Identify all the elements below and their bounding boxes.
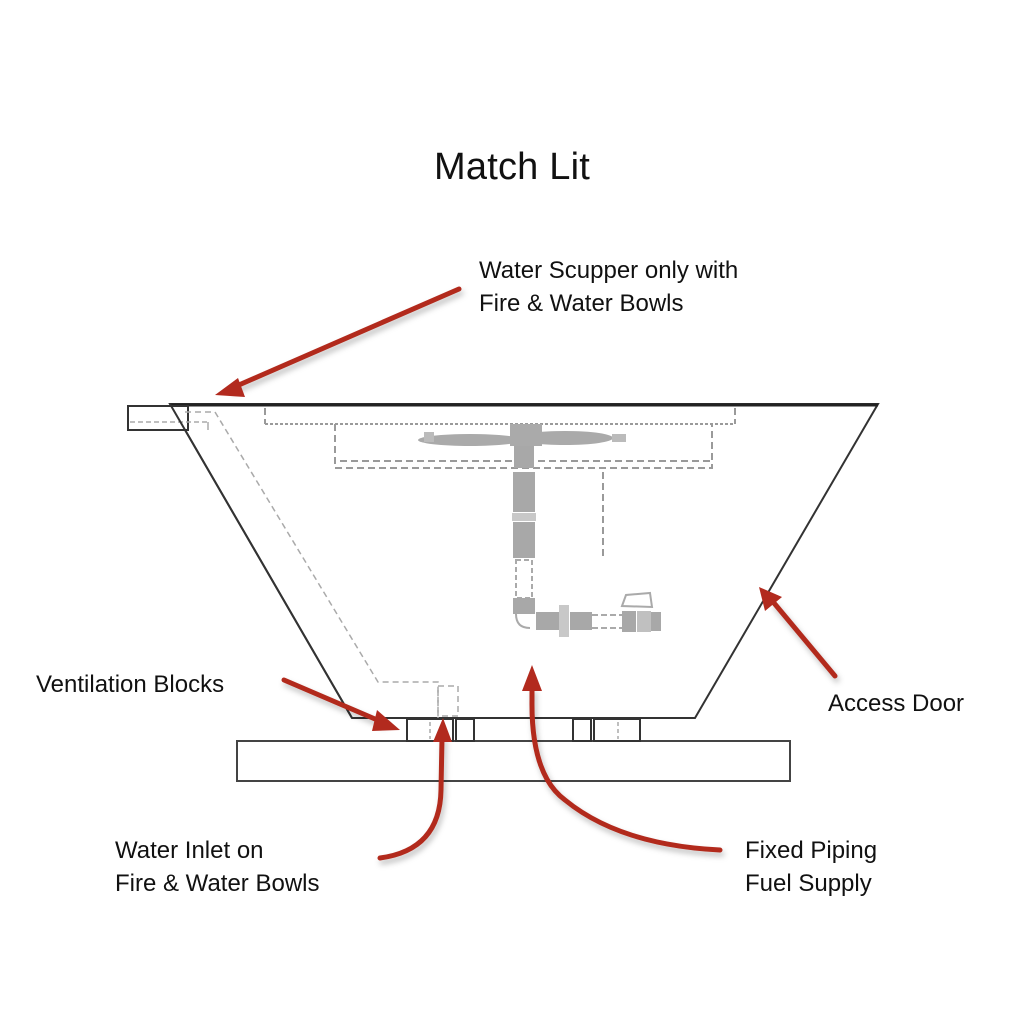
burner-ring	[418, 424, 626, 446]
callout-water-inlet-line1: Water Inlet on	[115, 837, 264, 864]
vent-block-right-large	[593, 718, 641, 742]
callout-fuel-supply-line2: Fuel Supply	[745, 870, 872, 897]
arrowhead-access-door	[759, 587, 782, 611]
callout-water-scupper: Water Scupper only with Fire & Water Bow…	[479, 254, 738, 320]
arrow-water-inlet	[377, 735, 445, 861]
water-scupper	[127, 405, 189, 431]
arrowhead-water-scupper	[215, 378, 245, 397]
callout-fuel-supply: Fixed Piping Fuel Supply	[745, 834, 877, 900]
vent-block-right-small	[572, 718, 592, 742]
arrowhead-ventilation-blocks	[372, 710, 400, 731]
callout-fuel-supply-line1: Fixed Piping	[745, 837, 878, 864]
callout-arrows	[229, 286, 838, 861]
hidden-water-channel	[185, 411, 459, 718]
callout-access-door-line1: Access Door	[828, 690, 965, 717]
fuel-piping	[512, 446, 661, 637]
callout-ventilation-blocks: Ventilation Blocks	[36, 668, 224, 701]
arrow-heads	[215, 378, 782, 742]
arrowhead-water-inlet	[433, 718, 452, 742]
callout-water-scupper-line1: Water Scupper only with	[479, 257, 739, 284]
diagram-title: Match Lit	[434, 146, 590, 188]
callout-water-inlet: Water Inlet on Fire & Water Bowls	[115, 834, 319, 900]
base-slab	[236, 740, 791, 782]
arrow-access-door	[771, 600, 838, 679]
burner-pan	[264, 408, 736, 560]
arrow-ventilation-blocks	[281, 677, 385, 725]
arrow-fuel-supply	[529, 687, 723, 853]
callout-water-scupper-line2: Fire & Water Bowls	[479, 290, 684, 317]
callout-water-inlet-line2: Fire & Water Bowls	[115, 870, 320, 897]
vent-block-left-small	[455, 718, 475, 742]
callout-access-door: Access Door	[828, 687, 964, 720]
callout-ventilation-blocks-line1: Ventilation Blocks	[36, 671, 225, 698]
arrow-water-scupper	[229, 286, 462, 391]
arrowhead-fuel-supply	[522, 665, 542, 691]
